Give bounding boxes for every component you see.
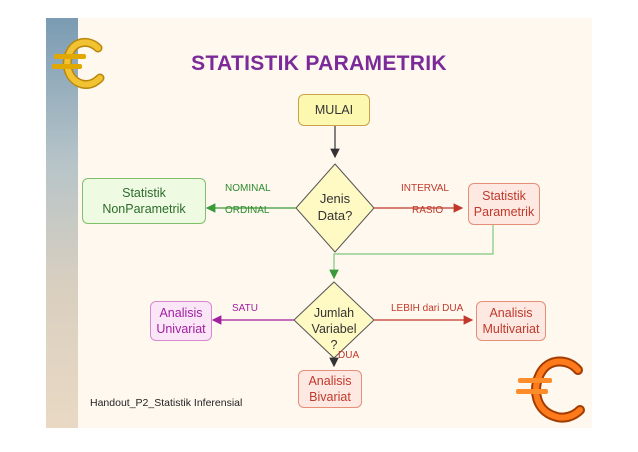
parametric-node: Statistik Parametrik (468, 183, 540, 225)
edge-label-two: DUA (338, 350, 359, 361)
decision-data-type-label: Jenis Data? (304, 186, 366, 230)
footer-text: Handout_P2_Statistik Inferensial (90, 397, 242, 409)
start-node: MULAI (298, 94, 370, 126)
edge-label-interval: INTERVAL (401, 183, 449, 194)
arrow-parametric-to-decision2 (334, 225, 493, 278)
edge-label-one: SATU (232, 303, 258, 314)
edge-label-ratio: RASIO (412, 205, 443, 216)
euro-sign-icon-bottom-right (516, 361, 580, 417)
multivariate-node: Analisis Multivariat (476, 301, 546, 341)
decision-variable-count-label: Jumlah Variabel ? (302, 304, 366, 354)
slide: STATISTIK PARAMETRIK MULAI Jenis Data? S… (46, 18, 592, 428)
edge-label-more-than-two: LEBIH dari DUA (391, 303, 463, 314)
nonparametric-node: Statistik NonParametrik (82, 178, 206, 224)
univariate-node: Analisis Univariat (150, 301, 212, 341)
page-title: STATISTIK PARAMETRIK (46, 52, 592, 76)
edge-label-nominal: NOMINAL (225, 183, 271, 194)
bivariate-node: Analisis Bivariat (298, 370, 362, 408)
edge-label-ordinal: ORDINAL (225, 205, 269, 216)
